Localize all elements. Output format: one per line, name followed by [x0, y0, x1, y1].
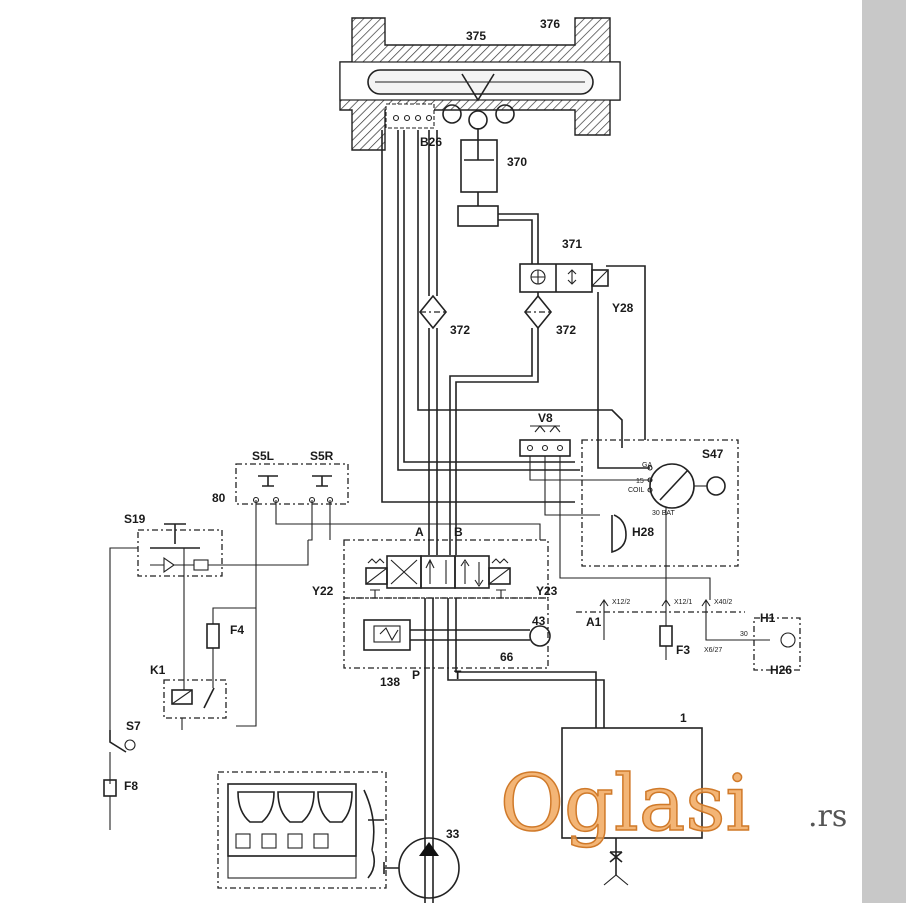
label-66: 66 — [500, 650, 514, 664]
hydraulic-lines — [381, 130, 650, 555]
small-labels: GA 15 COIL 30 BAT X12/2 X12/1 X40/2 X6/2… — [612, 462, 748, 654]
label-f4: F4 — [230, 623, 244, 637]
fuse-f4 — [206, 607, 256, 688]
fuse-f8 — [103, 779, 117, 830]
label-30-bat: 30 BAT — [652, 510, 676, 517]
label-y22: Y22 — [312, 584, 334, 598]
label-s47: S47 — [702, 447, 724, 461]
label-h28: H28 — [632, 525, 654, 539]
label-h1: H1 — [760, 611, 776, 625]
watermark-tld: .rs — [808, 799, 847, 834]
label-43: 43 — [532, 614, 546, 628]
watermark-logo: Oglasi .rs — [499, 758, 847, 850]
valve-block-66 — [343, 539, 605, 903]
label-t30: 30 — [740, 631, 748, 638]
tank-1 — [561, 727, 703, 886]
label-a: A — [415, 525, 424, 539]
ignition-s47 — [581, 439, 739, 600]
label-k1: K1 — [150, 663, 166, 677]
label-s5r: S5R — [310, 449, 334, 463]
label-375: 375 — [466, 29, 486, 43]
gray-sidebar — [862, 0, 906, 903]
label-370: 370 — [507, 155, 527, 169]
label-t: T — [454, 668, 462, 682]
label-372-a: 372 — [450, 323, 470, 337]
valve-371 — [519, 263, 609, 293]
label-371: 371 — [562, 237, 582, 251]
label-h26: H26 — [770, 663, 792, 677]
relay-k1 — [163, 679, 227, 730]
label-a1: A1 — [586, 615, 602, 629]
label-f3: F3 — [676, 643, 690, 657]
label-1: 1 — [680, 711, 687, 725]
label-x6-27: X6/27 — [704, 647, 722, 654]
filters-372 — [418, 294, 553, 330]
label-v8: V8 — [538, 411, 553, 425]
label-f8: F8 — [124, 779, 138, 793]
label-p: P — [412, 668, 420, 682]
engine-block — [217, 771, 387, 889]
label-y28: Y28 — [612, 301, 634, 315]
label-coil: COIL — [628, 487, 644, 494]
label-y23: Y23 — [536, 584, 558, 598]
label-x12-2: X12/2 — [612, 599, 630, 606]
switch-s7 — [109, 730, 136, 784]
label-s19: S19 — [124, 512, 146, 526]
label-80: 80 — [212, 491, 226, 505]
switch-group-80 — [235, 463, 541, 727]
label-138: 138 — [380, 675, 400, 689]
label-s5l: S5L — [252, 449, 274, 463]
label-x12-1: X12/1 — [674, 599, 692, 606]
label-ga: GA — [642, 462, 652, 469]
connector-v8 — [519, 425, 711, 600]
actuator-370 — [457, 128, 499, 227]
label-33: 33 — [446, 827, 460, 841]
label-372-b: 372 — [556, 323, 576, 337]
watermark-brand: Oglasi — [500, 759, 750, 849]
label-b: B — [454, 525, 463, 539]
cylinder-housing-375 — [339, 17, 621, 151]
label-s7: S7 — [126, 719, 141, 733]
switch-s19 — [109, 523, 309, 730]
pump-33 — [383, 837, 460, 899]
label-x40-2: X40/2 — [714, 599, 732, 606]
label-b26: B26 — [420, 135, 442, 149]
terminal-row — [576, 599, 801, 671]
label-15: 15 — [636, 478, 644, 485]
label-376: 376 — [540, 17, 560, 31]
component-labels: 375 376 B26 370 371 Y28 372 372 V8 S47 S… — [124, 17, 792, 841]
